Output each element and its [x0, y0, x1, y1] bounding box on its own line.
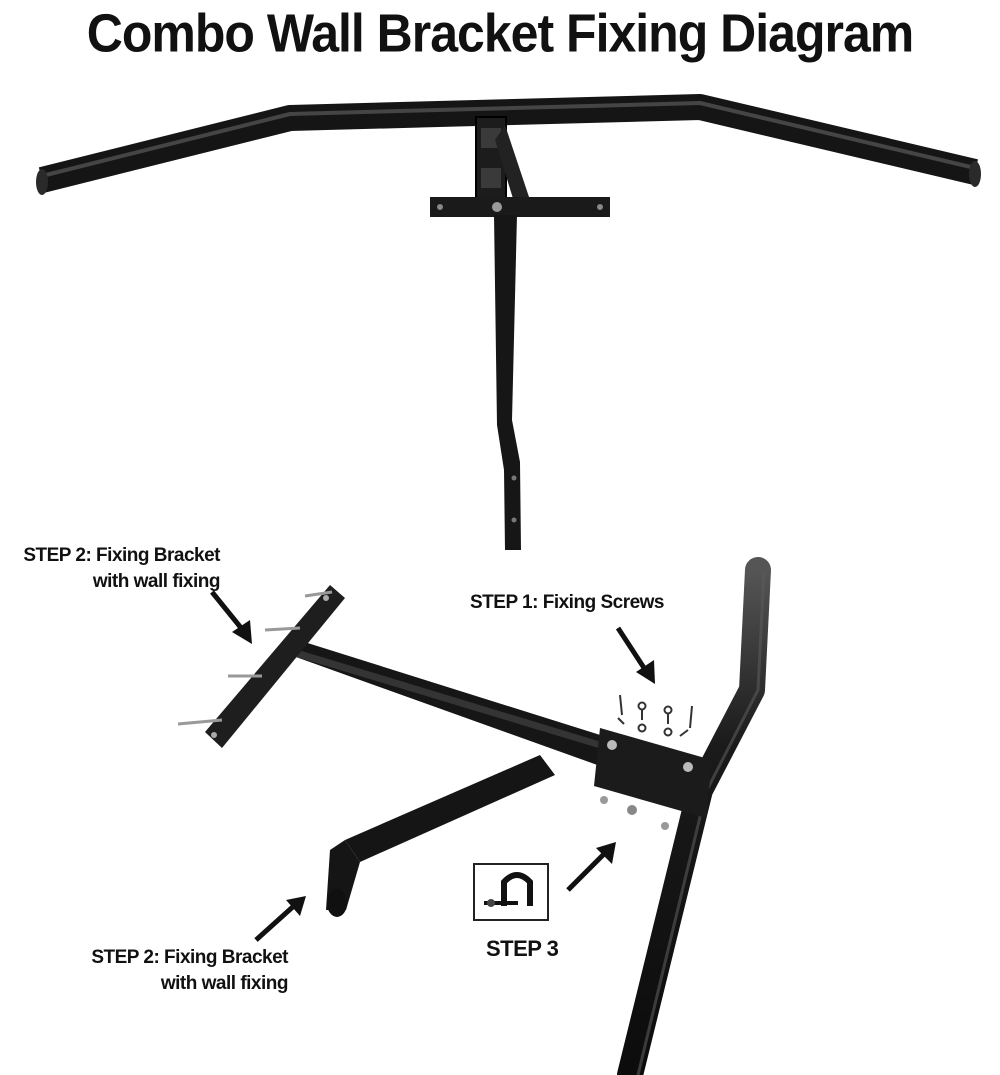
step2-bottom-line1: STEP 2: Fixing Bracket [91, 947, 288, 968]
step3-shackle-box [473, 863, 549, 921]
arrow-step2-bottom [254, 896, 306, 942]
step3-label: STEP 3 [486, 936, 559, 961]
step2-top-label: STEP 2: Fixing Bracket with wall fixing [6, 543, 220, 595]
fixing-screws [617, 694, 693, 737]
lower-clamp-block [594, 728, 712, 830]
step2-bottom-label: STEP 2: Fixing Bracket with wall fixing [74, 945, 288, 997]
step2-top-line1: STEP 2: Fixing Bracket [23, 545, 220, 566]
arrow-step3 [566, 842, 616, 892]
lower-support-arm [326, 755, 555, 917]
lower-wall-plate [177, 585, 345, 748]
lower-pullup-bar [617, 557, 771, 1075]
step2-bottom-line2: with wall fixing [160, 973, 289, 994]
top-upright-post [494, 215, 521, 550]
step2-top-line2: with wall fixing [92, 571, 221, 592]
diagram-title: Combo Wall Bracket Fixing Diagram [86, 2, 914, 64]
top-wall-plate [430, 197, 610, 217]
step1-label: STEP 1: Fixing Screws [470, 592, 665, 613]
top-center-clamp [475, 116, 530, 208]
top-pullup-bar [36, 94, 981, 195]
arrow-step2-top [210, 590, 252, 644]
arrow-step1 [615, 626, 655, 684]
